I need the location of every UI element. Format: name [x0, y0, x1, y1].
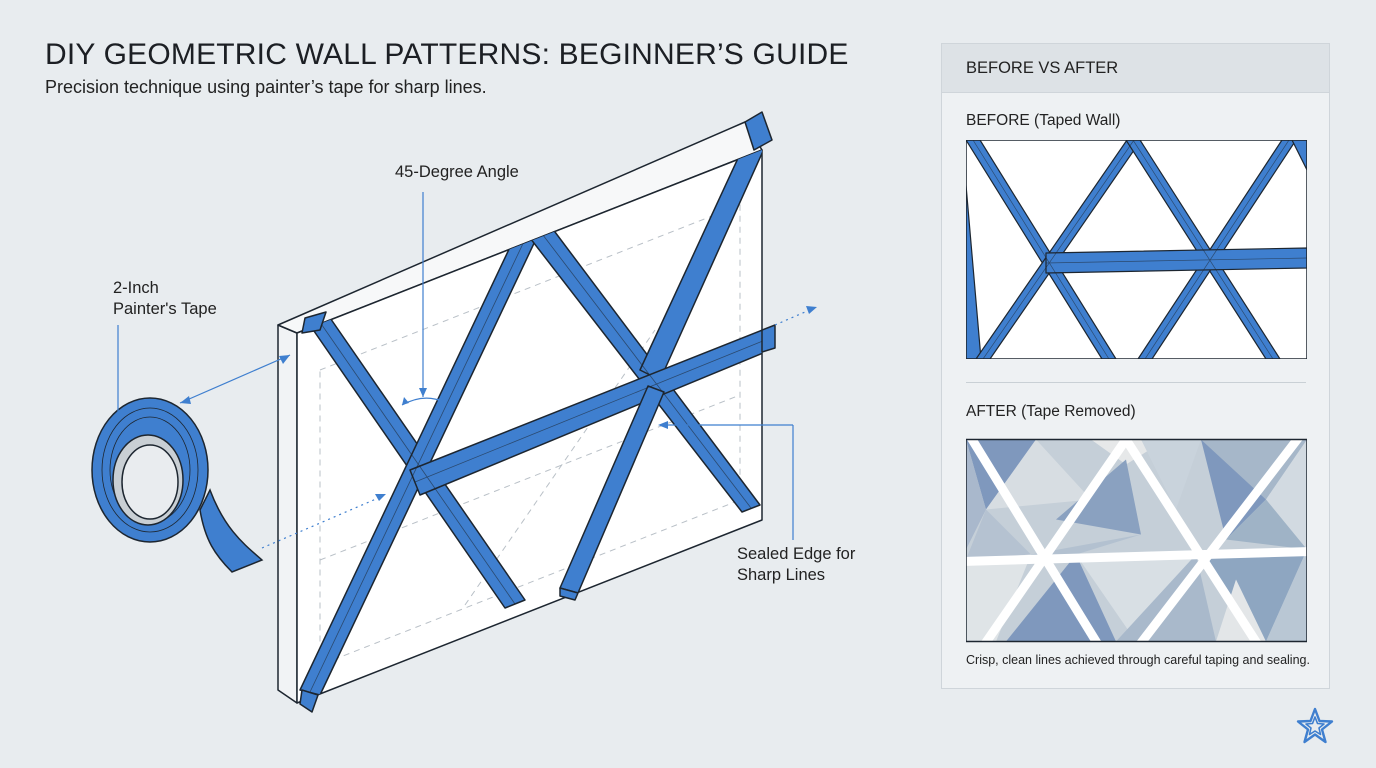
tape-stripe-details: [309, 211, 762, 693]
page-subtitle: Precision technique using painter’s tape…: [45, 77, 487, 97]
page-title: DIY GEOMETRIC WALL PATTERNS: BEGINNER’S …: [45, 38, 849, 71]
callout-tape-line2: Painter's Tape: [113, 300, 217, 318]
before-taped-wall-image: [966, 140, 1307, 359]
dotted-direction-lines: [261, 308, 813, 549]
before-label: BEFORE (Taped Wall): [966, 112, 1121, 129]
tape-loose-ends: [299, 111, 776, 713]
star-logo-icon: [1296, 707, 1334, 744]
callout-lines: [117, 192, 794, 540]
callout-45-degree-angle: 45-Degree Angle: [395, 162, 519, 183]
panel-divider: [966, 382, 1306, 383]
wall-side-edge: [277, 324, 298, 704]
after-label: AFTER (Tape Removed): [966, 403, 1136, 420]
callout-sealed-edge: Sealed Edge for Sharp Lines: [737, 544, 855, 586]
before-after-panel: BEFORE VS AFTER BEFORE (Taped Wall) AFTE…: [941, 43, 1330, 689]
callout-angle-text: 45-Degree Angle: [395, 163, 519, 181]
dotted-arrowhead-right: [806, 306, 817, 314]
callout-edge-line1: Sealed Edge for: [737, 545, 856, 563]
panel-caption: Crisp, clean lines achieved through care…: [966, 653, 1310, 667]
after-painted-wall-image: [966, 438, 1307, 643]
panel-header: BEFORE VS AFTER: [942, 44, 1329, 93]
callout-tape-line1: 2-Inch: [113, 279, 159, 297]
callout-edge-line2: Sharp Lines: [737, 566, 826, 584]
dotted-arrowhead-left: [375, 494, 386, 501]
callout-painters-tape: 2-Inch Painter's Tape: [113, 278, 217, 320]
tape-roll-icon: [91, 397, 264, 573]
wall-diagram: [91, 111, 817, 713]
